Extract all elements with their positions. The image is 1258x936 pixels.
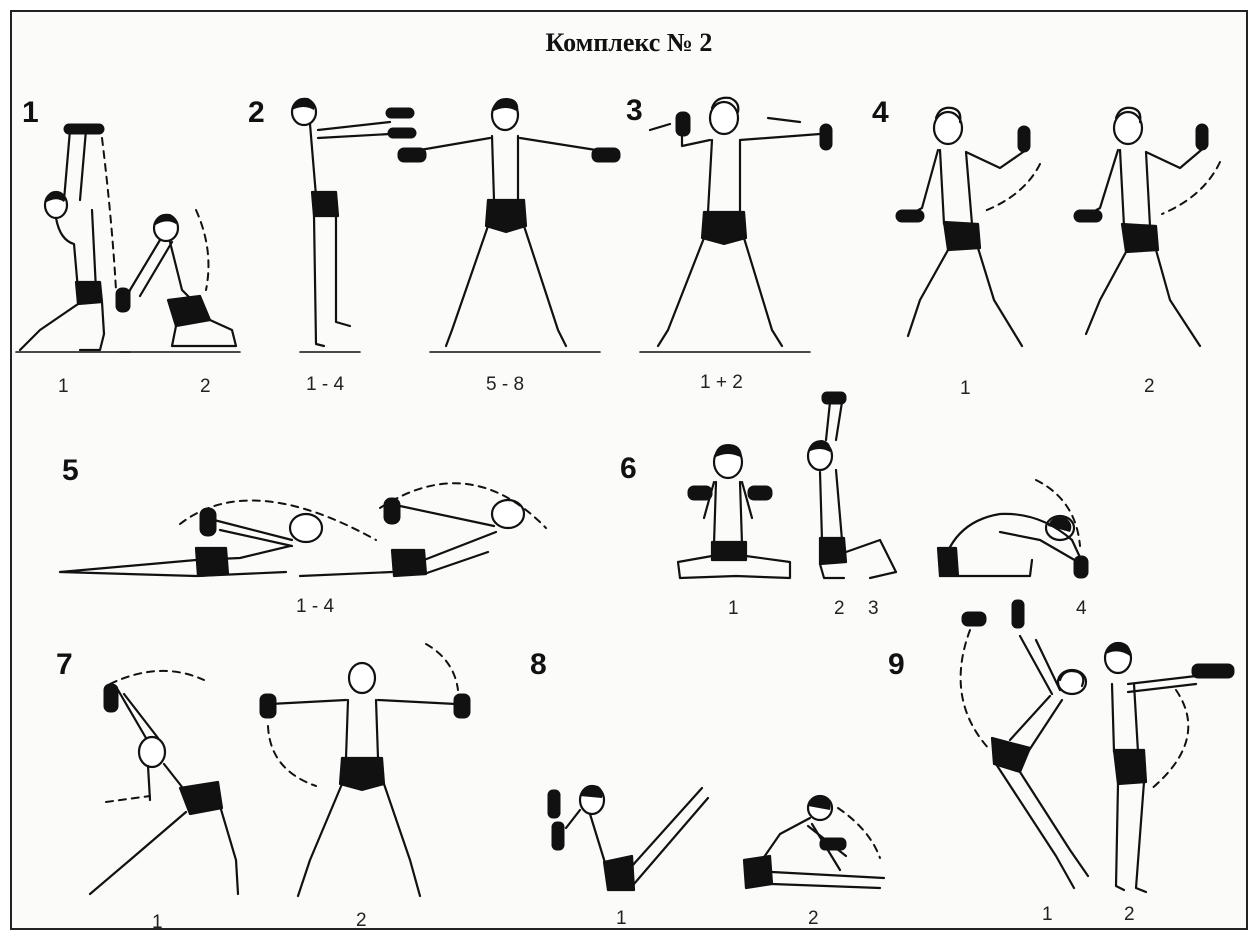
exercise-7-figure-2 bbox=[260, 644, 470, 896]
exercise-7-figure-1 bbox=[90, 671, 238, 894]
exercise-1-figure-2 bbox=[102, 138, 240, 352]
exercise-1-figure-1 bbox=[16, 124, 130, 352]
exercise-6-figure-1 bbox=[678, 444, 790, 578]
exercise-9-figure-2 bbox=[1105, 642, 1234, 892]
exercise-2-figure-1 bbox=[292, 98, 416, 352]
exercise-4-figure-2 bbox=[1074, 108, 1220, 346]
exercise-5-figure bbox=[60, 483, 546, 576]
exercise-2-figure-2 bbox=[398, 98, 620, 352]
exercise-4-figure-1 bbox=[896, 108, 1040, 346]
exercise-9-figure-1 bbox=[961, 600, 1088, 888]
exercise-6-figure-2 bbox=[808, 392, 896, 578]
exercise-8-figure-1 bbox=[548, 785, 708, 890]
exercise-3-figure bbox=[640, 98, 832, 352]
exercise-6-figure-3 bbox=[938, 480, 1088, 578]
exercise-8-figure-2 bbox=[744, 796, 884, 888]
